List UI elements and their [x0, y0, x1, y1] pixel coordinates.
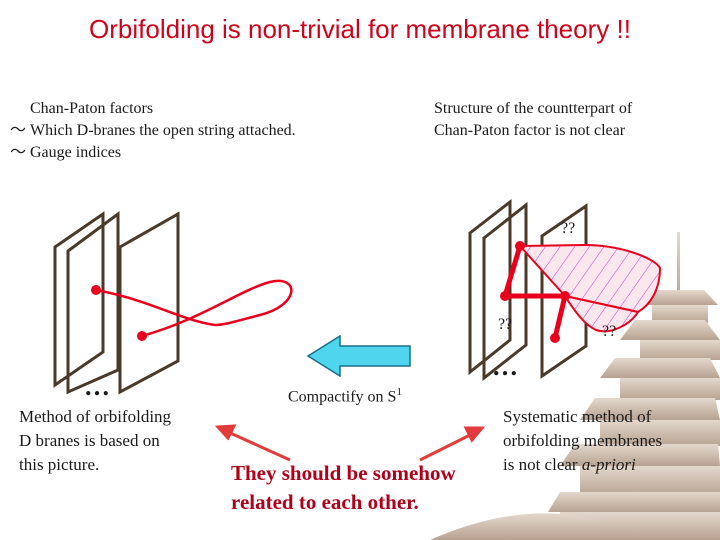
membrane-boundary: [502, 243, 568, 341]
membrane-endpoint: [550, 333, 560, 343]
right-brane-3: [540, 203, 588, 379]
chan-paton-note-1: Which D-branes the open string attached.: [30, 122, 296, 139]
chan-paton-notes: Chan-Paton factors ～Which D-branes the o…: [10, 98, 296, 164]
membrane-surface: [517, 243, 662, 314]
question-mark-label: ??: [602, 323, 617, 340]
question-mark-label: ??: [561, 220, 576, 237]
membrane-endpoint: [515, 241, 525, 251]
right-brane-2: [482, 201, 528, 382]
page-title: Orbifolding is non-trivial for membrane …: [89, 14, 631, 44]
string-endpoint: [91, 285, 101, 295]
membrane-endpoint: [500, 291, 510, 301]
structure-line-1: Structure of the countterpart of: [434, 100, 633, 117]
a-priori-italic: a-priori: [581, 455, 636, 474]
right-membrane-planes: [468, 198, 588, 382]
method-right-line-2: orbifolding membranes: [503, 431, 663, 450]
structure-line-2: Chan-Paton factor is not clear: [434, 122, 626, 139]
relation-statement: They should be somehow related to each o…: [231, 459, 456, 517]
method-left-line-2: D branes is based on: [19, 431, 160, 450]
method-left-line-3: this picture.: [19, 455, 100, 474]
membrane-method-note: Systematic method of orbifolding membran…: [503, 405, 662, 477]
left-open-string: [95, 279, 293, 338]
membrane-endpoint: [560, 291, 570, 301]
tilde-symbol: ～: [10, 122, 27, 139]
ellipsis-dots: …: [84, 372, 112, 401]
tilde-symbol: ～: [10, 144, 27, 161]
chan-paton-note-2: Gauge indices: [30, 144, 122, 161]
chan-paton-heading: Chan-Paton factors: [30, 100, 154, 117]
left-dbrane-planes: [53, 211, 180, 395]
compactify-text: Compactify on S: [288, 388, 397, 406]
left-brane-3: [118, 211, 180, 395]
method-right-line-1: Systematic method of: [503, 407, 652, 426]
left-brane-1: [53, 211, 105, 388]
membrane-surface-lower: [562, 294, 640, 333]
relation-line-1: They should be somehow: [231, 461, 456, 485]
relation-arrows: [214, 424, 486, 462]
string-endpoint: [137, 331, 147, 341]
compactify-label: Compactify on S1: [288, 386, 402, 406]
left-brane-2: [66, 211, 120, 395]
question-mark-label: ??: [498, 316, 513, 333]
compactify-superscript: 1: [396, 386, 402, 398]
ellipsis-dots: …: [492, 352, 520, 381]
relation-line-2: related to each other.: [231, 490, 419, 514]
method-right-line-3: is not clear: [503, 455, 582, 474]
right-brane-1: [468, 198, 512, 376]
compactify-arrow: [306, 334, 411, 378]
membrane-structure-note: Structure of the countterpart of Chan-Pa…: [434, 98, 632, 142]
method-left-line-1: Method of orbifolding: [19, 407, 172, 426]
dbrane-method-note: Method of orbifolding D branes is based …: [19, 405, 171, 477]
